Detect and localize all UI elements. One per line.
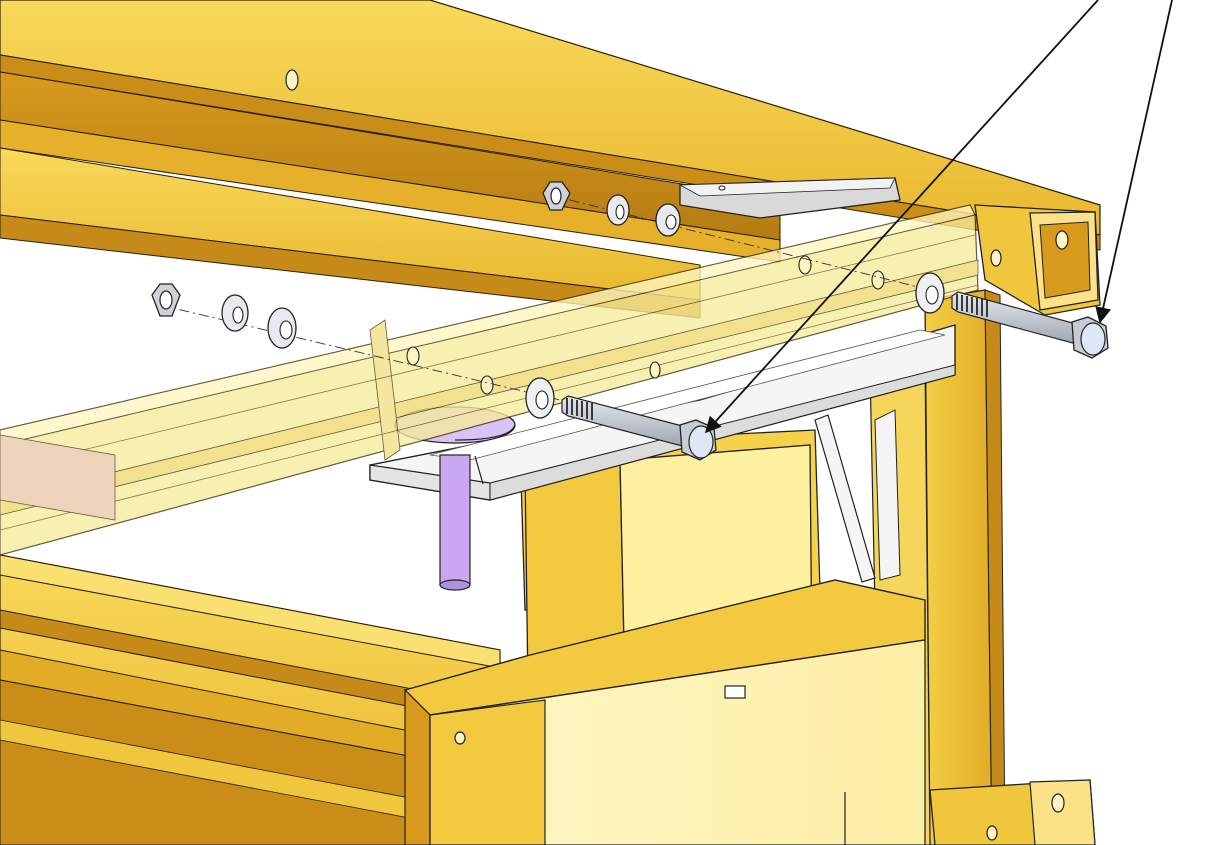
bolt-threads: [566, 398, 593, 420]
beam-hole: [285, 69, 299, 91]
hardware-set-rear: [542, 181, 681, 237]
lock-washer: [221, 294, 249, 332]
callout-arrow-rear-bolt: [1095, 0, 1173, 324]
corner-tube-lower: [929, 779, 1096, 845]
bolt-washer-rear: [915, 272, 945, 314]
bolt-threads: [956, 294, 988, 317]
flat-washer: [267, 307, 297, 349]
rail-holes: [406, 255, 885, 395]
hardware-set-left: [151, 283, 297, 349]
callout-arrow-front-bolt: [704, 0, 1099, 434]
bolt-washer-front: [525, 377, 555, 419]
support-bracket: [369, 324, 956, 501]
corner-tube-upper: [974, 204, 1101, 316]
central-stand: [403, 429, 926, 845]
hex-bolt-rear: [951, 291, 1109, 359]
rear-mounting-plate: [678, 177, 901, 219]
flat-washer: [655, 203, 681, 237]
callout-arrows: [704, 0, 1173, 434]
diagonal-brace: [814, 409, 901, 583]
hex-nut: [151, 283, 181, 317]
hex-nut: [542, 181, 571, 211]
lock-washer: [606, 194, 630, 226]
lower-frame-beam: [0, 554, 501, 845]
